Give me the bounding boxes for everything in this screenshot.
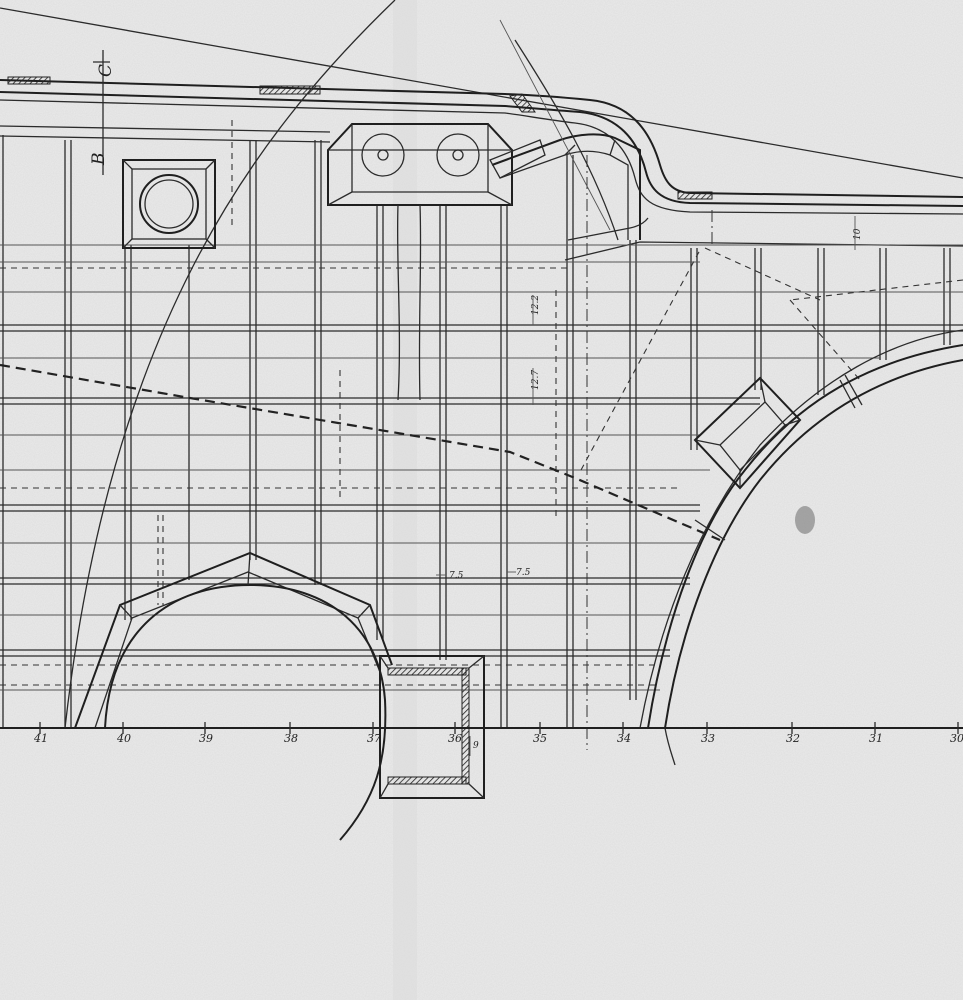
construction-arcs [64,0,619,729]
station-label: 37 [367,732,381,745]
station-label: 33 [701,732,715,745]
station-label: 31 [869,732,883,745]
paper-fold [393,0,417,1000]
station-label: 34 [617,732,631,745]
ink-smudge [795,506,815,534]
station-label: 40 [116,732,131,745]
dimension-9: 9 [473,741,479,751]
section-mark-c: C [96,64,116,77]
double-bitt [327,123,546,206]
dimension-75-left: 7.5 [449,571,464,581]
bitt-square [122,159,216,249]
center-pillar [396,204,422,401]
dimension-127: 12.7 [531,370,541,390]
corner-casting [491,133,641,240]
section-line: C B [89,50,116,175]
station-label: 39 [199,732,213,745]
section-mark-b: B [89,153,109,167]
dimension-75-right: 7.5 [516,568,531,578]
station-label: 38 [284,732,298,745]
inspection-hatch [693,376,802,490]
station-label: 35 [533,732,547,745]
dimension-122: 12.2 [531,295,541,315]
station-label: 36 [448,732,462,745]
station-labels: 41 40 39 38 37 36 35 34 33 32 31 30 [33,732,963,745]
dimension-notes: 12.2 12.7 7.5 7.5 9 10 [436,216,863,756]
dashed-centerline [0,363,721,542]
deck-edge [0,76,963,261]
large-opening-right [639,329,963,766]
dimension-10: 10 [853,228,863,240]
scuttle-box [379,655,485,799]
station-label: 32 [786,732,800,745]
station-label: 30 [950,732,963,745]
station-baseline [0,722,963,734]
longitudinal-lines [0,244,963,691]
station-label: 41 [33,732,48,745]
